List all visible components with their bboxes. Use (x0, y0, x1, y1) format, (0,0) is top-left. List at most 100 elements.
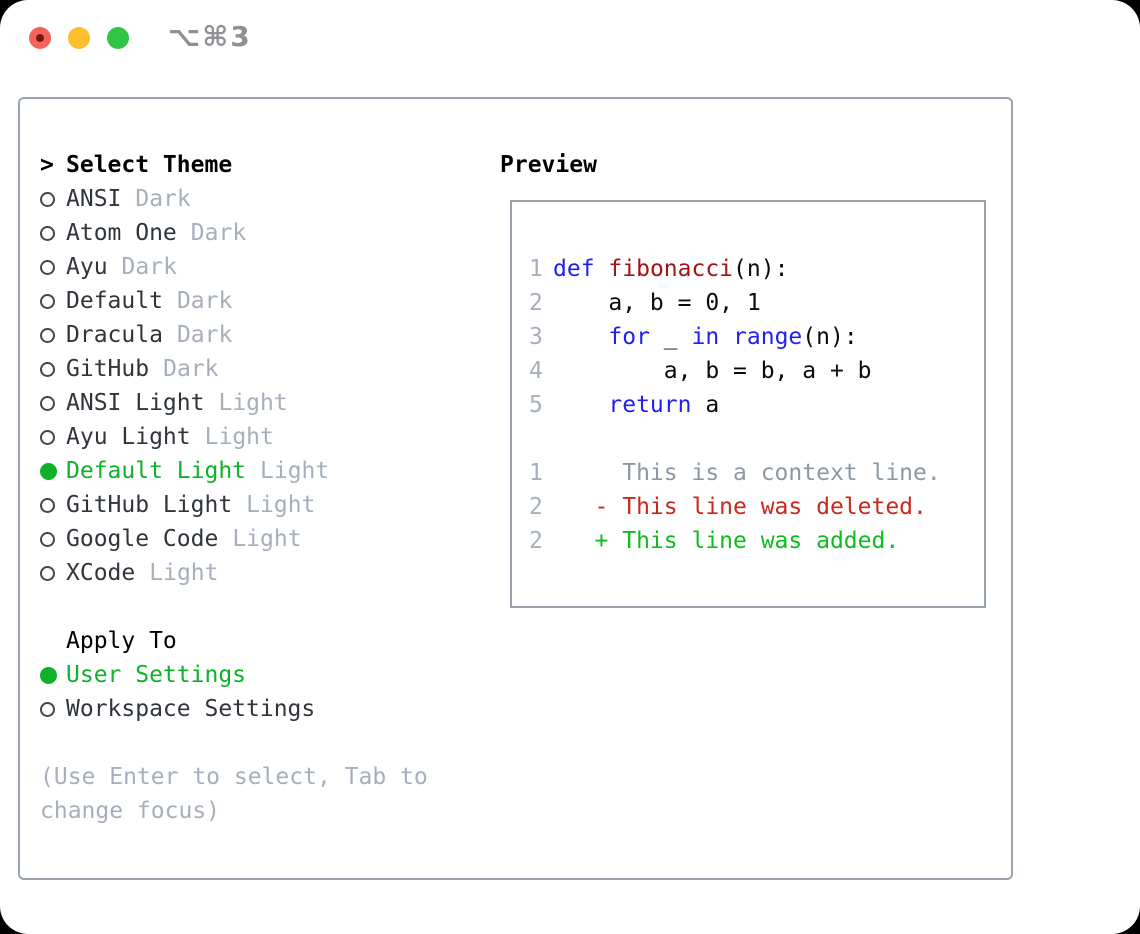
code-line: 4 a, b = b, a + b (529, 354, 984, 388)
close-button[interactable] (29, 27, 51, 49)
theme-option-ansi-dark[interactable]: ANSI Dark (40, 182, 490, 216)
minimize-button[interactable] (68, 27, 90, 49)
preview-title: Preview (500, 152, 597, 178)
radio-unselected-icon (40, 293, 55, 309)
code-segment: a (691, 392, 720, 418)
diff-added-line: 2 + This line was added. (529, 524, 984, 558)
preview-column: Preview 1 def fibonacci(n): 2 a, b = 0, … (500, 148, 986, 608)
preview-code-box: 1 def fibonacci(n): 2 a, b = 0, 1 3 for … (510, 200, 986, 608)
line-number: 2 (529, 290, 543, 316)
theme-picker-panel: > Select Theme ANSI Dark Atom One Dark A… (18, 97, 1013, 880)
radio-selected-icon (40, 666, 57, 684)
radio-unselected-icon (40, 429, 55, 445)
theme-variant: Dark (163, 356, 219, 382)
code-segment: fibonacci (608, 256, 734, 282)
theme-option-dracula-dark[interactable]: Dracula Dark (40, 318, 490, 352)
theme-option-github-light[interactable]: GitHub Light Light (40, 488, 490, 522)
theme-name: GitHub (66, 356, 150, 382)
theme-variant: Dark (176, 322, 233, 348)
radio-unselected-icon (40, 361, 55, 377)
code-line: 5 return a (529, 388, 984, 422)
theme-option-google-code[interactable]: Google Code Light (40, 522, 490, 556)
code-segment: + This line was added. (553, 528, 900, 554)
code-segment: (n): (802, 324, 858, 350)
code-segment: This is a context line. (553, 460, 941, 486)
code-segment (719, 324, 733, 350)
theme-variant: Light (204, 424, 274, 450)
code-segment: in (691, 324, 720, 350)
code-segment (595, 256, 609, 282)
theme-name: Google Code (66, 526, 219, 552)
radio-unselected-icon (40, 497, 55, 513)
blank-line (529, 422, 984, 456)
prompt-icon: > (40, 152, 54, 178)
code-segment (553, 392, 608, 418)
titlebar: ⌥⌘3 (0, 0, 1140, 76)
line-number: 5 (529, 392, 543, 418)
code-segment: a, b = 0, 1 (553, 290, 761, 316)
theme-option-default-light[interactable]: Default Light Light (40, 454, 490, 488)
theme-variant: Light (260, 458, 330, 484)
code-segment (553, 324, 608, 350)
line-number: 1 (529, 460, 543, 486)
apply-option-user-settings[interactable]: User Settings (40, 658, 490, 692)
apply-option-workspace-settings[interactable]: Workspace Settings (40, 692, 490, 726)
theme-option-ansi-light[interactable]: ANSI Light Light (40, 386, 490, 420)
code-line: 3 for _ in range(n): (529, 320, 984, 354)
radio-unselected-icon (40, 191, 55, 207)
theme-variant: Light (232, 526, 302, 552)
theme-name: Ayu Light (66, 424, 191, 450)
radio-selected-icon (40, 462, 57, 480)
theme-name: Ayu (66, 254, 108, 280)
radio-unselected-icon (40, 565, 55, 581)
code-segment: for (608, 324, 650, 350)
apply-to-title: Apply To (66, 628, 177, 654)
keyboard-hint: (Use Enter to select, Tab to change focu… (40, 764, 428, 824)
theme-variant: Dark (176, 288, 233, 314)
theme-name: ANSI (66, 186, 122, 212)
line-number: 2 (529, 494, 543, 520)
zoom-button[interactable] (107, 27, 129, 49)
theme-variant: Light (246, 492, 316, 518)
theme-list-column: > Select Theme ANSI Dark Atom One Dark A… (40, 148, 490, 828)
select-theme-title: Select Theme (66, 152, 233, 178)
diff-deleted-line: 2 - This line was deleted. (529, 490, 984, 524)
theme-option-default-dark[interactable]: Default Dark (40, 284, 490, 318)
code-segment: _ (649, 324, 692, 350)
theme-variant: Light (218, 390, 288, 416)
code-segment: return (608, 392, 692, 418)
radio-unselected-icon (40, 327, 55, 343)
theme-variant: Light (149, 560, 219, 586)
theme-name: Default (66, 288, 163, 314)
radio-unselected-icon (40, 395, 55, 411)
line-number: 4 (529, 358, 543, 384)
theme-option-atom-one-dark[interactable]: Atom One Dark (40, 216, 490, 250)
code-line: 2 a, b = 0, 1 (529, 286, 984, 320)
theme-name: ANSI Light (66, 390, 205, 416)
theme-option-xcode[interactable]: XCode Light (40, 556, 490, 590)
keyboard-shortcut-label: ⌥⌘3 (168, 20, 252, 53)
apply-to-header: Apply To (40, 624, 490, 658)
line-number: 1 (529, 256, 543, 282)
theme-option-ayu-dark[interactable]: Ayu Dark (40, 250, 490, 284)
theme-variant: Dark (190, 220, 247, 246)
radio-unselected-icon (40, 531, 55, 547)
code-segment: - This line was deleted. (553, 494, 927, 520)
theme-name: XCode (66, 560, 136, 586)
select-theme-header: > Select Theme (40, 148, 490, 182)
theme-name: Atom One (66, 220, 177, 246)
theme-name: GitHub Light (66, 492, 233, 518)
apply-option-label: User Settings (66, 662, 247, 688)
code-line: 1 def fibonacci(n): (529, 252, 984, 286)
diff-context-line: 1 This is a context line. (529, 456, 984, 490)
radio-unselected-icon (40, 259, 55, 275)
theme-name: Default Light (66, 458, 247, 484)
theme-variant: Dark (121, 254, 177, 280)
radio-unselected-icon (40, 701, 55, 717)
line-number: 3 (529, 324, 543, 350)
line-number: 2 (529, 528, 543, 554)
apply-option-label: Workspace Settings (66, 696, 316, 722)
theme-option-ayu-light[interactable]: Ayu Light Light (40, 420, 490, 454)
theme-option-github-dark[interactable]: GitHub Dark (40, 352, 490, 386)
